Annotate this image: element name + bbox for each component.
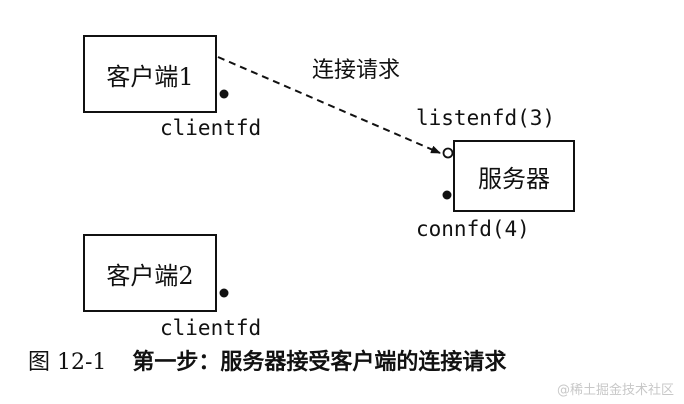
- figure-caption-text: 第一步：服务器接受客户端的连接请求: [132, 350, 507, 375]
- listen-socket-circle: [442, 147, 454, 159]
- client1-socket-dot: [219, 89, 229, 99]
- client1-node: 客户端1: [83, 35, 217, 113]
- client2-socket-dot: [219, 288, 229, 298]
- client1-fd-label: clientfd: [160, 116, 262, 140]
- watermark: @稀土掘金技术社区: [556, 383, 674, 398]
- figure-number: 图 12-1: [28, 350, 107, 375]
- listenfd-label: listenfd(3): [416, 106, 556, 130]
- connect-request-arrow: [217, 56, 441, 154]
- server-label: 服务器: [478, 164, 550, 193]
- connfd-label: connfd(4): [416, 217, 530, 241]
- conn-socket-dot: [442, 190, 452, 200]
- server-node: 服务器: [453, 140, 575, 212]
- client2-node: 客户端2: [83, 234, 217, 312]
- client2-label: 客户端2: [106, 261, 194, 290]
- client2-fd-label: clientfd: [160, 316, 262, 340]
- connect-request-label: 连接请求: [312, 58, 401, 83]
- figure-caption: 图 12-1 第一步：服务器接受客户端的连接请求: [28, 352, 506, 374]
- client1-label: 客户端1: [106, 62, 194, 91]
